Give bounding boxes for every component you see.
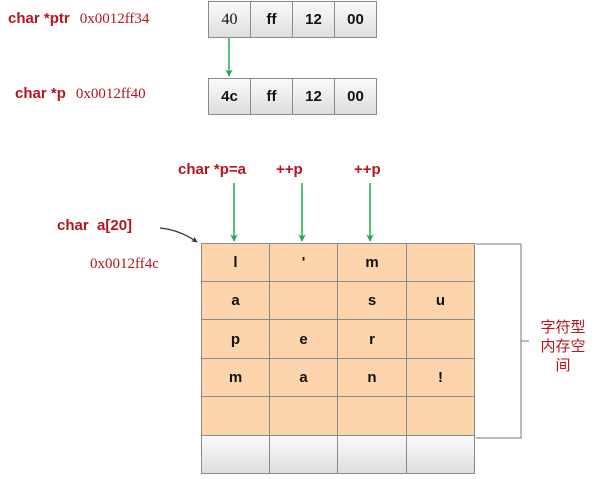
array-cell [406, 319, 475, 359]
array-label-pointer [159, 227, 198, 243]
memory-bracket [476, 243, 522, 439]
array-address: 0x0012ff4c [90, 256, 159, 272]
p-byte-0: 4c [208, 78, 251, 115]
array-cell: a [201, 281, 270, 320]
extra-cell [406, 435, 475, 474]
p-byte-3: 00 [334, 78, 377, 115]
ptr-address: 0x0012ff34 [79, 11, 150, 27]
array-cell: l [201, 243, 270, 282]
array-cell: p [201, 319, 270, 359]
array-cell: m [337, 243, 407, 282]
pointer-label-increment-2: ++p [354, 161, 381, 178]
p-type: char *p [15, 85, 66, 102]
ptr-byte-3: 00 [334, 1, 377, 38]
pointer-label-p-equals-a: char *p=a [178, 161, 246, 178]
ptr-byte-0: 40 [208, 1, 251, 38]
p-label: char *p 0x0012ff40 [15, 85, 146, 103]
array-label: char a[20] [57, 217, 133, 234]
pointer-label-increment-1: ++p [276, 161, 303, 178]
ptr-type: char *ptr [8, 10, 70, 27]
extra-cell [337, 435, 407, 474]
array-cell: m [201, 358, 270, 397]
extra-cell [201, 435, 270, 474]
memory-space-note: 字符型内存空间 [540, 318, 586, 374]
array-cell: s [337, 281, 407, 320]
array-cell: r [337, 319, 407, 359]
array-cell [406, 396, 475, 436]
p-address: 0x0012ff40 [75, 86, 146, 102]
ptr-label: char *ptr 0x0012ff34 [8, 10, 149, 28]
array-cell: a [269, 358, 338, 397]
extra-cell [269, 435, 338, 474]
p-byte-2: 12 [292, 78, 335, 115]
